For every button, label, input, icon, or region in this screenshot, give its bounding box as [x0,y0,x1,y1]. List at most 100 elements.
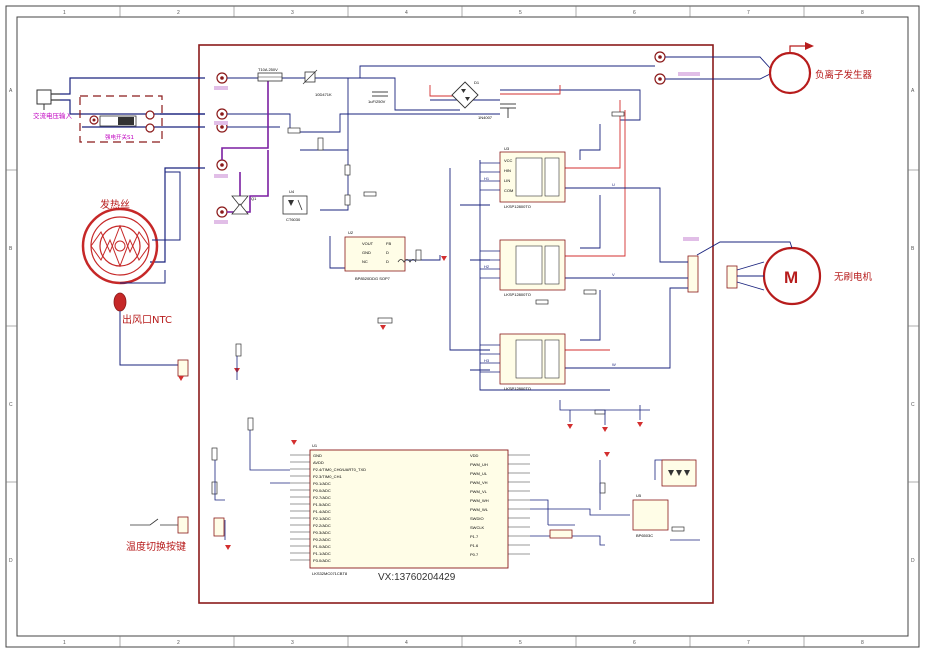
mains-wiring [60,77,205,263]
mcu-pin-l2: P2.4/TIM0_CH0/UART0_TXD [313,467,366,472]
regulator-part: BP8520DDG SOP7 [355,276,391,281]
pad-tags [214,72,700,241]
conn-label-w: W [612,362,616,367]
mcu-pin-r3: PWM_VH [470,480,488,485]
svg-text:D: D [386,259,389,264]
conn-label-h3: H3 [484,358,490,363]
mcu-pin-r11: P0.7 [470,552,479,557]
svg-text:VOUT: VOUT [362,241,374,246]
col-tick-3: 3 [291,10,294,16]
triac-q1 [231,195,249,215]
driver-part-2: LKSP12800TO [504,292,531,297]
passive-components [211,111,685,532]
varistor-rv1 [302,69,318,85]
mcu-pin-r9: P1.7 [470,534,479,539]
regulator-u2: VOUT GND NC FB D D [344,236,406,272]
power-switch-label: 强电开关S1 [105,133,134,141]
col-tick-6: 6 [633,10,636,16]
outlet-ntc-label: 出风口NTC [122,313,172,326]
driver-ref: U3 [504,146,510,151]
mcu-pin-l11: P0.3/ADC [313,530,331,535]
power-switch-s1 [79,95,163,143]
col-tick-4-bottom: 4 [405,640,408,646]
row-tick-a: A [9,88,13,94]
mcu-pin-l4: P0.1/ADC [313,481,331,486]
col-tick-7: 7 [747,10,750,16]
conn-label-u: U [612,182,615,187]
mcu-pin-l9: P2.1/ADC [313,516,331,521]
ground-symbols [178,256,643,550]
row-tick-c-right: C [911,402,915,408]
regulator-ref: U2 [348,230,354,235]
ac-plug-icon [36,89,60,110]
hall-part: BP6503C [636,533,653,538]
col-tick-8: 8 [861,10,864,16]
row-tick-b-right: B [911,246,915,252]
conn-label-h1: H1 [484,176,490,181]
varistor-label: 10D471K [315,92,332,97]
x-capacitor-label: 1uF/250V [368,99,386,104]
phase-wiring [565,124,688,369]
ion-generator-icon [768,42,814,95]
driver-pin-vcc-1: VCC [504,158,513,163]
brushless-motor-label: 无刷电机 [834,271,873,283]
mcu-part: LKS32MC071CBT8 [312,571,348,576]
heater-label: 发热丝 [100,198,130,211]
gate-driver-2 [499,239,566,291]
watermark: VX:13760204429 [378,572,456,583]
mcu-pin-l1: AVDD [313,460,324,465]
conn-label-v: V [612,272,615,277]
mcu-pin-r0: VDD [470,453,479,458]
heater-drive-wiring [221,78,269,213]
col-tick-4: 4 [405,10,408,16]
mcu-pin-l8: P1.4/ADC [313,509,331,514]
bridge-label: D1 [474,80,480,85]
col-tick-1: 1 [63,10,66,16]
col-tick-7-bottom: 7 [747,640,750,646]
row-tick-a-right: A [911,88,915,94]
col-tick-3-bottom: 3 [291,640,294,646]
col-tick-2-bottom: 2 [177,640,180,646]
inductor-l1 [397,259,417,263]
mcu-pin-l6: P2.7/ADC [313,495,331,500]
heater-wire [152,171,181,241]
bulk-capacitor [500,103,516,118]
col-tick-5-bottom: 5 [519,640,522,646]
col-tick-2: 2 [177,10,180,16]
mcu-pin-l15: P3.0/ADC [313,558,331,563]
x-capacitor [372,91,388,97]
ntc-connector [177,359,189,377]
mcu-pin-r6: PWM_WL [470,507,489,512]
col-tick-8-bottom: 8 [861,640,864,646]
fuse-label: T10A 250V [258,67,278,72]
triac-label: Q1 [251,196,257,201]
col-tick-5: 5 [519,10,522,16]
svg-text:GND: GND [362,250,371,255]
motor-wires [696,241,793,291]
temp-button-label: 温度切换按键 [126,540,186,553]
svg-text:D: D [386,250,389,255]
mcu-pin-r8: SWCLK [470,525,485,530]
mcu-pin-r7: SWDIO [470,516,484,521]
top-rail-wiring [227,56,771,391]
mcu-pin-l14: P1.1/ADC [313,551,331,556]
mcu-pin-r2: PWM_UL [470,471,488,476]
motor-connector [687,255,699,293]
mcu-pin-r10: P1.6 [470,543,479,548]
mcu-pin-l12: P0.2/ADC [313,537,331,542]
heater-coil-icon [81,207,159,285]
pcb-outline [198,44,714,604]
fuse-f1 [257,72,283,82]
mcu-pin-l13: P1.0/ADC [313,544,331,549]
mcu-pin-l0: GND [313,453,322,458]
hall-ref: U5 [636,493,642,498]
mcu-peripheral-wiring [214,356,700,546]
mcu-pin-l3: P2.3/TIM0_CH1 [313,474,342,479]
driver-pin-lin-1: LIN [504,178,510,183]
temp-switch-button [130,516,189,534]
hall-sensor-u5 [632,459,697,531]
gate-driver-1 [499,151,566,203]
row-tick-b: B [9,246,13,252]
drawing-frame: 1 2 3 4 5 6 7 8 1 2 3 4 5 6 7 8 A B C D … [5,5,920,648]
bridge-rectifier-d1 [451,81,479,109]
